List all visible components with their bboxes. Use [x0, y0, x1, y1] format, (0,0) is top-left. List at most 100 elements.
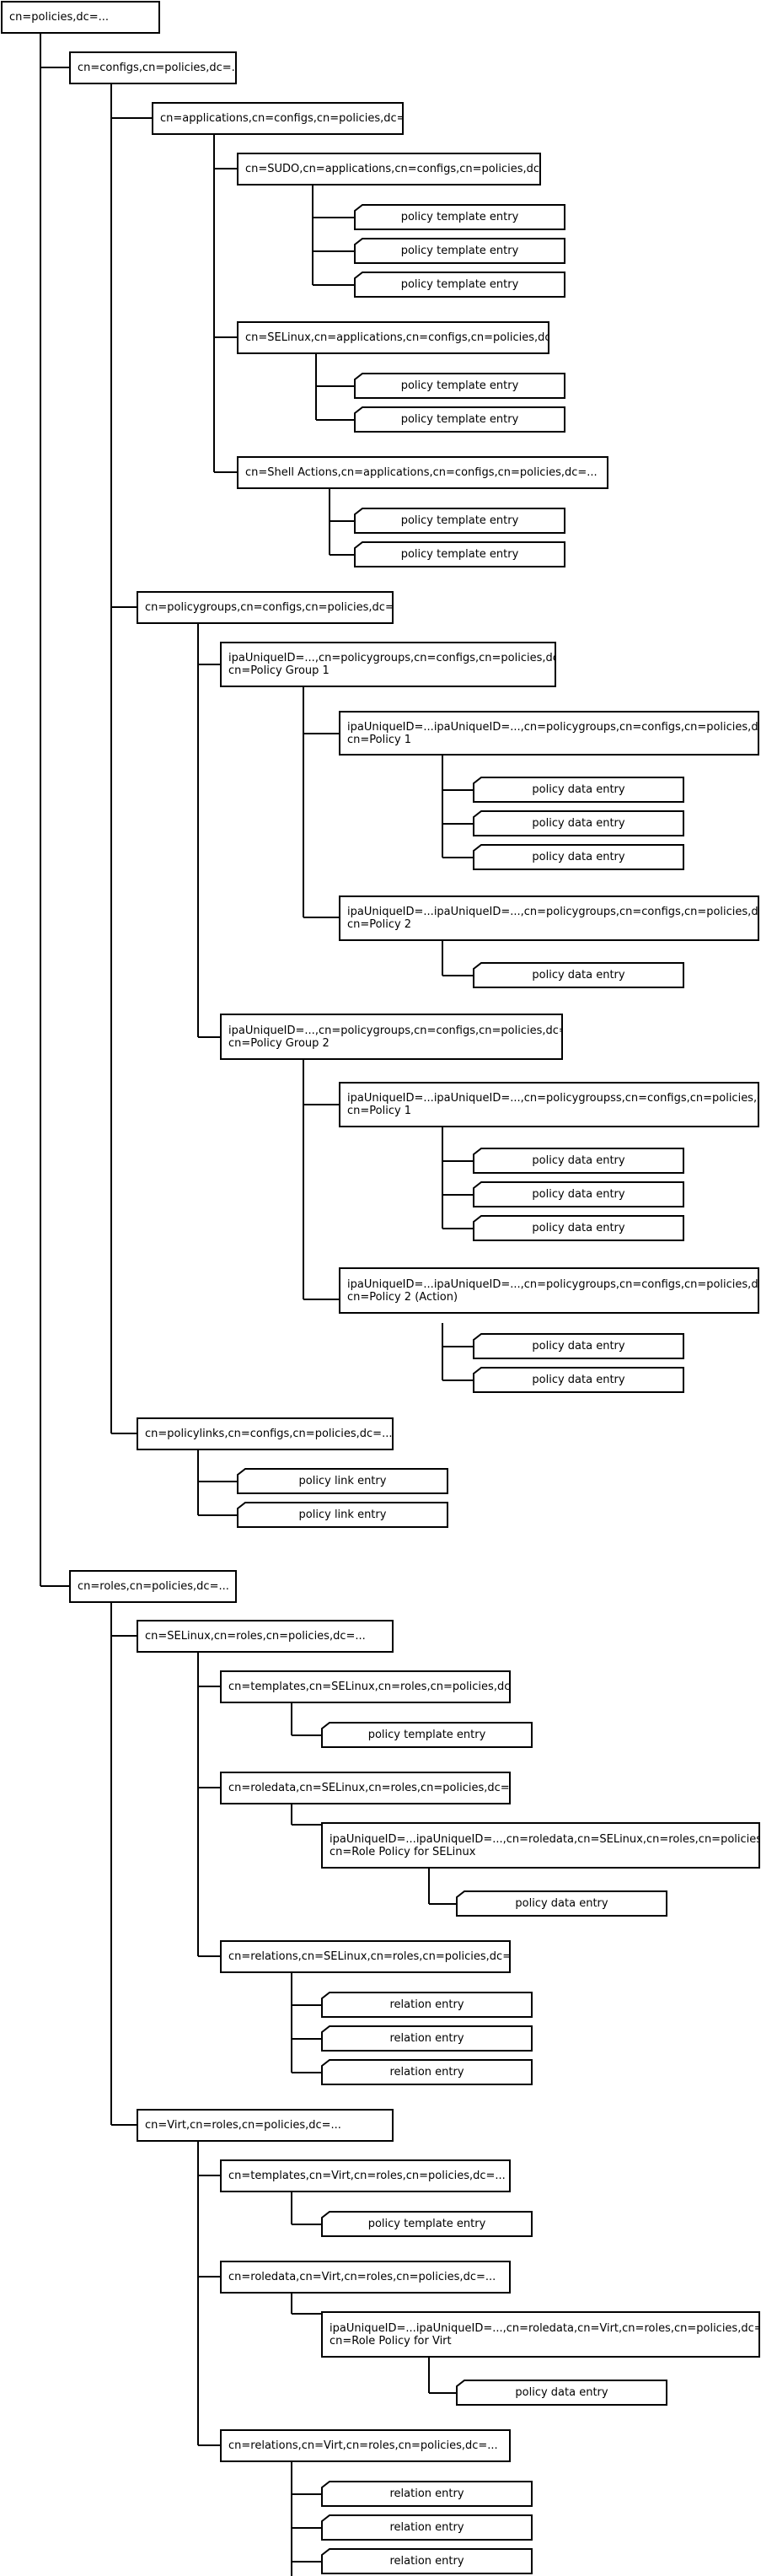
policy-data-entry[interactable]: policy data entry — [473, 777, 684, 803]
policy-template-entry[interactable]: policy template entry — [321, 1722, 533, 1748]
entry-shape — [473, 1148, 684, 1174]
node-cn: cn=Policy 2 (Action) — [347, 1290, 458, 1304]
entry-shape — [473, 844, 684, 870]
entry-shape — [473, 1367, 684, 1393]
entry-shape — [354, 406, 565, 433]
entry-label: policy link entry — [298, 1475, 387, 1487]
entry-shape — [456, 2380, 667, 2406]
node-cn: cn=Policy 1 — [347, 1105, 412, 1117]
node-cn: cn=Policy 2 — [347, 918, 412, 931]
policy-data-entry[interactable]: policy data entry — [473, 844, 684, 870]
node-selinux-relations[interactable]: cn=relations,cn=SELinux,cn=roles,cn=poli… — [220, 1940, 511, 1973]
entry-label: policy data entry — [515, 1897, 608, 1910]
node-selinux-templates[interactable]: cn=templates,cn=SELinux,cn=roles,cn=poli… — [220, 1670, 511, 1703]
entry-label: policy link entry — [298, 1508, 387, 1521]
policy-template-entry[interactable]: policy template entry — [354, 373, 565, 399]
node-cn: cn=Role Policy for SELinux — [330, 1845, 476, 1858]
entry-label: policy template entry — [367, 1729, 486, 1741]
node-virt-relations[interactable]: cn=relations,cn=Virt,cn=roles,cn=policie… — [220, 2429, 511, 2462]
entry-outline — [354, 272, 565, 298]
policy-template-entry[interactable]: policy template entry — [354, 238, 565, 264]
entry-outline — [473, 777, 684, 803]
entry-outline — [354, 541, 565, 567]
node-label: cn=policygroups,cn=configs,cn=policies,d… — [145, 601, 394, 614]
entry-shape — [321, 2548, 533, 2574]
entry-shape — [321, 2514, 533, 2541]
node-app-sudo[interactable]: cn=SUDO,cn=applications,cn=configs,cn=po… — [237, 153, 541, 186]
node-app-selinux[interactable]: cn=SELinux,cn=applications,cn=configs,cn… — [237, 321, 549, 354]
policy-template-entry[interactable]: policy template entry — [354, 406, 565, 433]
relation-entry[interactable]: relation entry — [321, 2059, 533, 2085]
entry-label: policy data entry — [532, 1222, 625, 1234]
entry-outline — [321, 2025, 533, 2052]
node-role-policy-virt[interactable]: ipaUniqueID=...ipaUniqueID=...,cn=roleda… — [321, 2311, 760, 2358]
entry-outline — [321, 2211, 533, 2237]
node-role-policy-selinux[interactable]: ipaUniqueID=...ipaUniqueID=...,cn=roleda… — [321, 1822, 760, 1869]
node-policylinks[interactable]: cn=policylinks,cn=configs,cn=policies,dc… — [137, 1417, 394, 1450]
entry-outline — [473, 1148, 684, 1174]
entry-outline — [321, 1992, 533, 2018]
policy-data-entry[interactable]: policy data entry — [456, 1890, 667, 1917]
policy-template-entry[interactable]: policy template entry — [354, 541, 565, 567]
node-label: cn=templates,cn=Virt,cn=roles,cn=policie… — [228, 2170, 506, 2182]
node-virt-templates[interactable]: cn=templates,cn=Virt,cn=roles,cn=policie… — [220, 2159, 511, 2192]
policy-link-entry[interactable]: policy link entry — [237, 1502, 448, 1528]
node-pg2-policy-1[interactable]: ipaUniqueID=...ipaUniqueID=...,cn=policy… — [339, 1082, 759, 1127]
node-label: cn=applications,cn=configs,cn=policies,d… — [160, 112, 404, 125]
policy-template-entry[interactable]: policy template entry — [354, 204, 565, 230]
node-policy-group-2[interactable]: ipaUniqueID=...,cn=policygroups,cn=confi… — [220, 1014, 563, 1060]
policy-template-entry[interactable]: policy template entry — [354, 272, 565, 298]
node-applications[interactable]: cn=applications,cn=configs,cn=policies,d… — [152, 102, 404, 135]
policy-data-entry[interactable]: policy data entry — [473, 962, 684, 988]
entry-label: policy data entry — [532, 1374, 625, 1386]
entry-outline — [237, 1502, 448, 1528]
node-roles-selinux[interactable]: cn=SELinux,cn=roles,cn=policies,dc=... — [137, 1620, 394, 1653]
node-roles-virt[interactable]: cn=Virt,cn=roles,cn=policies,dc=... — [137, 2109, 394, 2142]
node-label: cn=policylinks,cn=configs,cn=policies,dc… — [145, 1428, 393, 1440]
node-selinux-roledata[interactable]: cn=roledata,cn=SELinux,cn=roles,cn=polic… — [220, 1772, 511, 1804]
node-policy-group-1[interactable]: ipaUniqueID=...,cn=policygroups,cn=confi… — [220, 642, 556, 687]
entry-shape — [321, 2059, 533, 2085]
node-dn: ipaUniqueID=...ipaUniqueID=...,cn=roleda… — [330, 2321, 760, 2335]
entry-label: relation entry — [389, 2032, 464, 2045]
policy-link-entry[interactable]: policy link entry — [237, 1468, 448, 1494]
policy-data-entry[interactable]: policy data entry — [473, 1367, 684, 1393]
relation-entry[interactable]: relation entry — [321, 2548, 533, 2574]
node-policies-root[interactable]: cn=policies,dc=... — [1, 1, 160, 34]
policy-data-entry[interactable]: policy data entry — [473, 1215, 684, 1241]
policy-template-entry[interactable]: policy template entry — [321, 2211, 533, 2237]
entry-outline — [321, 2059, 533, 2085]
node-roles[interactable]: cn=roles,cn=policies,dc=... — [69, 1570, 237, 1603]
entry-outline — [354, 406, 565, 433]
node-dn: ipaUniqueID=...ipaUniqueID=...,cn=policy… — [347, 720, 759, 734]
node-pg1-policy-2[interactable]: ipaUniqueID=...ipaUniqueID=...,cn=policy… — [339, 895, 759, 941]
node-label: cn=Virt,cn=roles,cn=policies,dc=... — [145, 2119, 341, 2132]
relation-entry[interactable]: relation entry — [321, 2481, 533, 2507]
policy-data-entry[interactable]: policy data entry — [473, 810, 684, 836]
policy-data-entry[interactable]: policy data entry — [456, 2380, 667, 2406]
node-virt-roledata[interactable]: cn=roledata,cn=Virt,cn=roles,cn=policies… — [220, 2261, 511, 2294]
node-pg2-policy-2-action[interactable]: ipaUniqueID=...ipaUniqueID=...,cn=policy… — [339, 1267, 759, 1314]
entry-outline — [473, 810, 684, 836]
node-policygroups[interactable]: cn=policygroups,cn=configs,cn=policies,d… — [137, 591, 394, 624]
node-pg1-policy-1[interactable]: ipaUniqueID=...ipaUniqueID=...,cn=policy… — [339, 711, 759, 756]
node-label: cn=configs,cn=policies,dc=... — [78, 62, 237, 74]
entry-outline — [473, 1367, 684, 1393]
relation-entry[interactable]: relation entry — [321, 1992, 533, 2018]
node-label: cn=roledata,cn=SELinux,cn=roles,cn=polic… — [228, 1782, 511, 1794]
node-configs[interactable]: cn=configs,cn=policies,dc=... — [69, 51, 237, 84]
policy-data-entry[interactable]: policy data entry — [473, 1148, 684, 1174]
policy-data-entry[interactable]: policy data entry — [473, 1333, 684, 1359]
policy-data-entry[interactable]: policy data entry — [473, 1181, 684, 1207]
node-cn: cn=Role Policy for Virt — [330, 2334, 452, 2347]
entry-label: policy data entry — [532, 1188, 625, 1201]
relation-entry[interactable]: relation entry — [321, 2025, 533, 2052]
relation-entry[interactable]: relation entry — [321, 2514, 533, 2541]
node-app-shell-actions[interactable]: cn=Shell Actions,cn=applications,cn=conf… — [237, 456, 608, 489]
node-label: cn=relations,cn=Virt,cn=roles,cn=policie… — [228, 2439, 498, 2452]
entry-label: policy data entry — [532, 1340, 625, 1353]
policy-template-entry[interactable]: policy template entry — [354, 508, 565, 534]
entry-outline — [354, 508, 565, 534]
node-label: cn=SUDO,cn=applications,cn=configs,cn=po… — [245, 163, 541, 175]
node-label: cn=policies,dc=... — [9, 11, 110, 24]
